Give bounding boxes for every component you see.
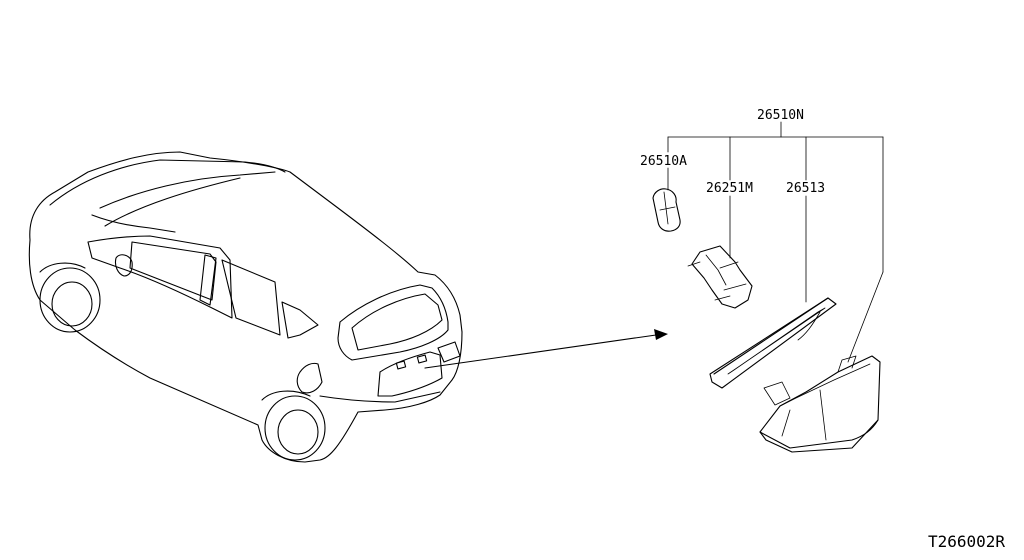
part-label-bulb: 26510A (640, 154, 687, 169)
diagram-code: T266002R (928, 532, 1005, 551)
part-label-assembly: 26510N (757, 108, 804, 123)
bulb-part (652, 188, 681, 232)
pointer-arrow (424, 329, 668, 369)
part-label-gasket: 26513 (786, 181, 825, 196)
gasket-part (709, 297, 837, 389)
part-label-socket: 26251M (706, 181, 753, 196)
leader-lines (667, 121, 884, 363)
lamp-housing-part (759, 355, 881, 453)
socket-part (687, 245, 753, 309)
vehicle-illustration (28, 151, 463, 463)
